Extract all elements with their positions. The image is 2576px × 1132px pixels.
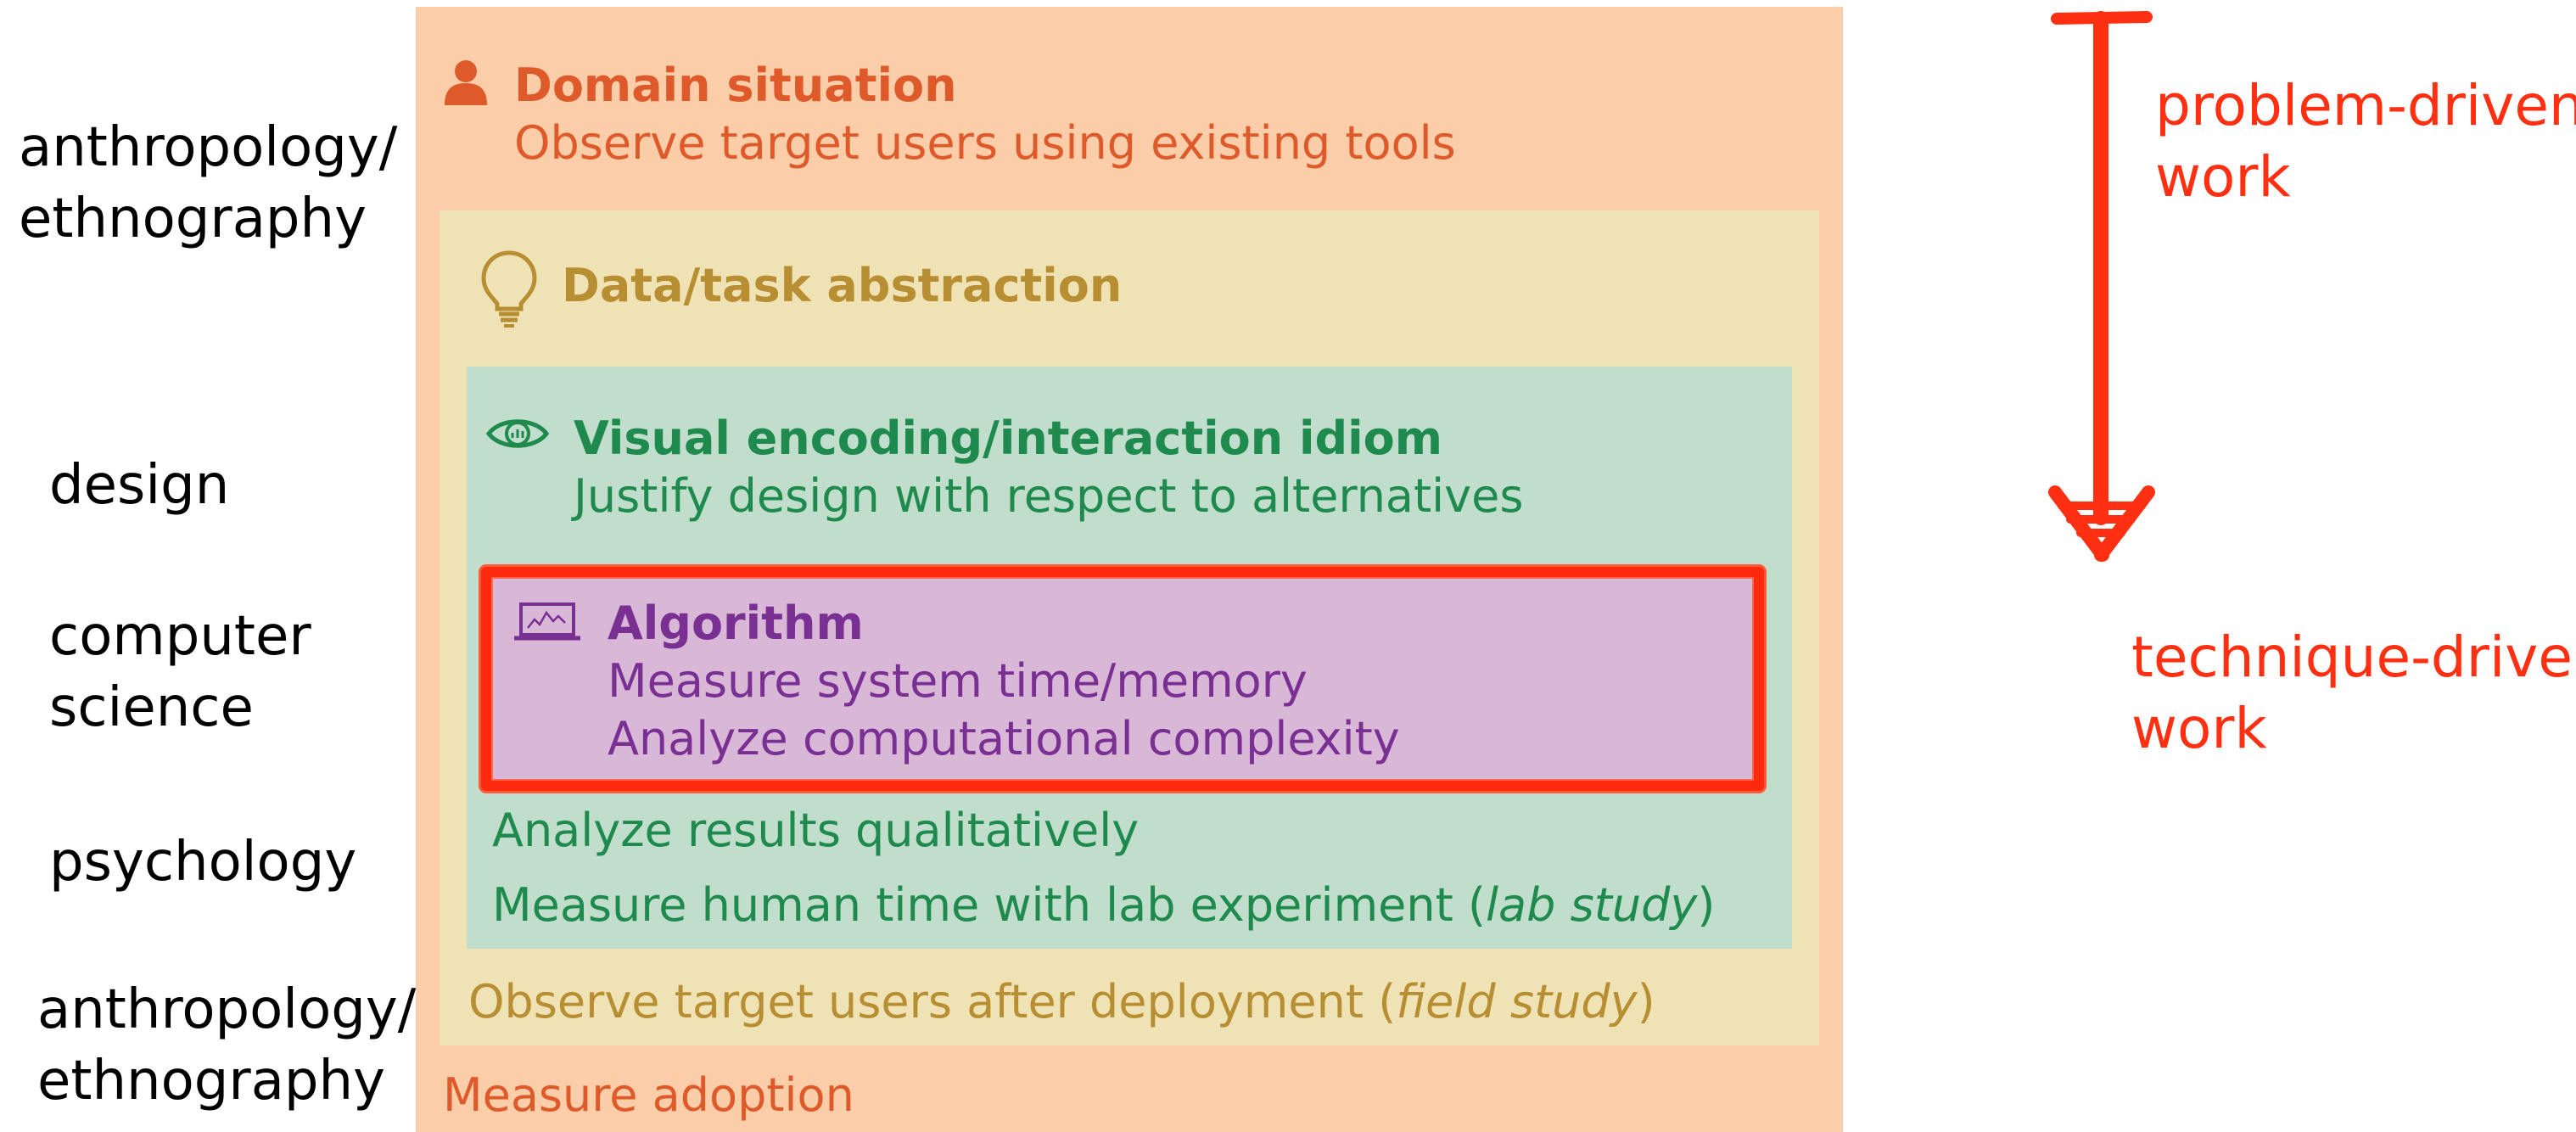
discipline-psychology: psychology bbox=[49, 831, 357, 894]
discipline-ethnography-top: ethnography bbox=[19, 188, 367, 250]
algorithm-box bbox=[481, 567, 1764, 791]
algorithm-title: Algorithm bbox=[608, 597, 864, 650]
discipline-science: science bbox=[49, 676, 254, 739]
eye-icon bbox=[485, 419, 550, 448]
problem-driven-arrow bbox=[2048, 11, 2155, 562]
algorithm-validation-2: Analyze computational complexity bbox=[608, 712, 1400, 765]
discipline-anthropology-top-1: anthropology/ bbox=[19, 116, 398, 179]
idiom-upstream-validation: Justify design with respect to alternati… bbox=[574, 469, 1524, 523]
algorithm-validation-1: Measure system time/memory bbox=[608, 654, 1308, 708]
laptop-icon bbox=[514, 602, 580, 641]
discipline-computer: computer bbox=[49, 605, 311, 668]
discipline-design: design bbox=[49, 454, 230, 517]
abstraction-downstream-validation: Observe target users after deployment (f… bbox=[468, 975, 1655, 1028]
person-icon bbox=[445, 60, 487, 105]
discipline-ethnography-bottom: ethnography bbox=[37, 1050, 385, 1112]
domain-downstream-validation: Measure adoption bbox=[443, 1068, 854, 1122]
problem-driven-label-work: work bbox=[2155, 144, 2291, 210]
idiom-downstream-validation-1: Analyze results qualitatively bbox=[492, 804, 1140, 857]
abstraction-title: Data/task abstraction bbox=[562, 259, 1123, 312]
domain-upstream-validation: Observe target users using existing tool… bbox=[514, 116, 1456, 170]
domain-situation-title: Domain situation bbox=[514, 59, 957, 112]
technique-driven-label-work: work bbox=[2131, 696, 2267, 761]
problem-driven-label: problem-driven bbox=[2155, 73, 2576, 138]
idiom-title: Visual encoding/interaction idiom bbox=[574, 412, 1443, 465]
lightbulb-icon bbox=[481, 250, 537, 328]
technique-driven-label: technique-driven bbox=[2131, 625, 2576, 690]
idiom-downstream-validation-2: Measure human time with lab experiment (… bbox=[492, 878, 1716, 932]
discipline-anthropology-bottom-1: anthropology/ bbox=[37, 978, 417, 1041]
